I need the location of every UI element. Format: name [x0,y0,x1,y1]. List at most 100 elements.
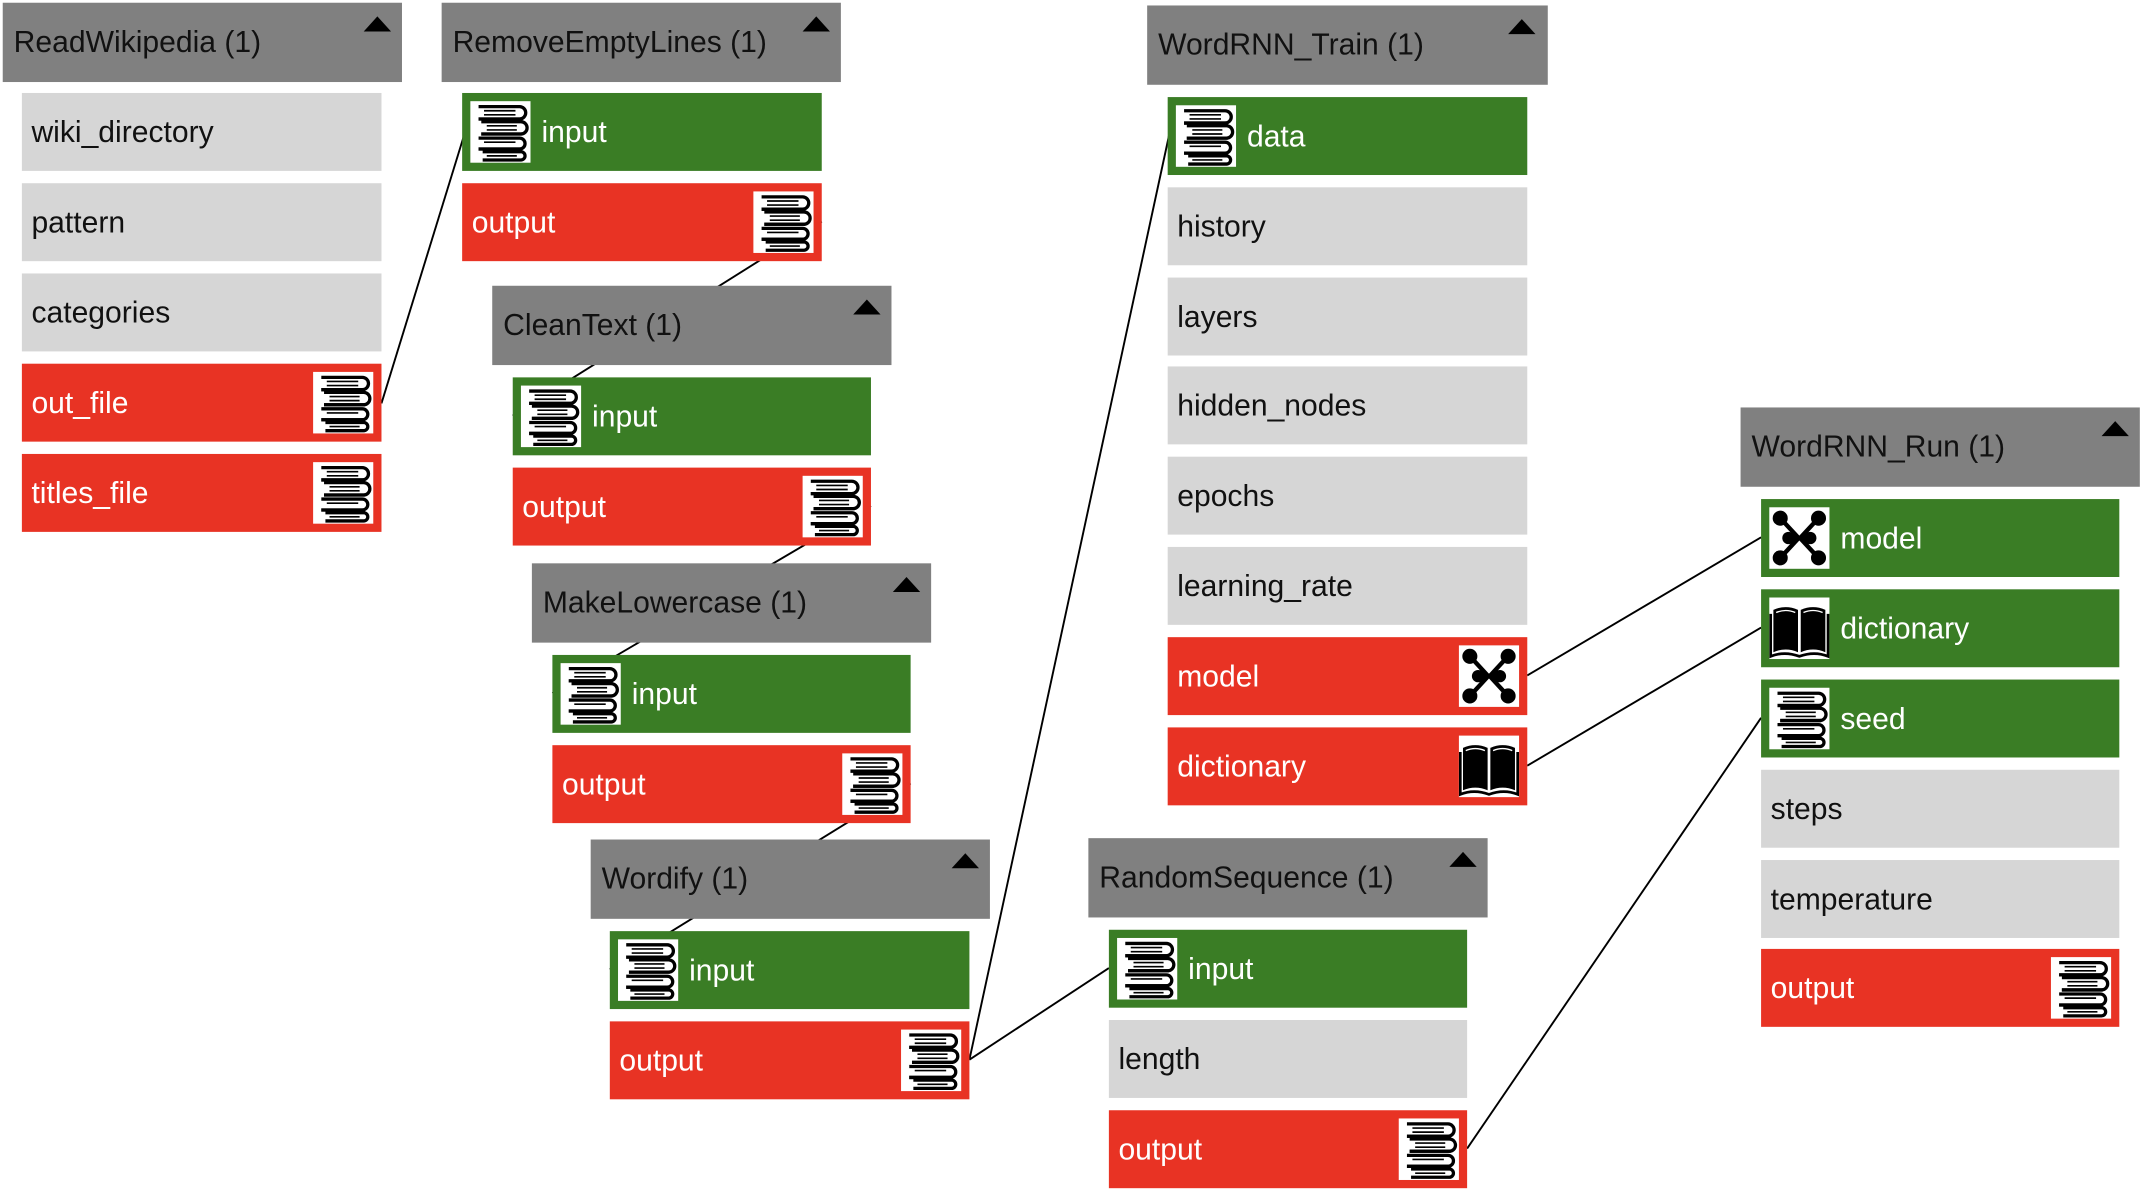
node-title: RandomSequence (1) [1099,860,1394,895]
collapse-triangle-icon[interactable] [853,299,881,315]
param-label: temperature [1770,881,1933,917]
input-port-input[interactable]: input [512,377,871,456]
node-title: RemoveEmptyLines (1) [452,24,767,59]
port-label: model [1840,520,1923,556]
param-categories[interactable]: categories [21,273,382,352]
books-icon [802,475,863,538]
output-port-output[interactable]: output [462,183,822,262]
books-icon [618,939,679,1001]
input-port-input[interactable]: input [552,654,911,733]
output-port-output[interactable]: output [512,467,871,546]
output-port-output[interactable]: output [552,745,911,824]
books-icon [753,191,814,253]
wire-wordrnn-train-dictionary-to-run [1526,626,1762,767]
param-learning-rate[interactable]: learning_rate [1167,546,1528,625]
collapse-triangle-icon[interactable] [363,16,392,32]
wire-wordify-to-randomsequence [968,967,1110,1061]
input-port-model[interactable]: model [1761,499,2120,578]
param-label: wiki_directory [31,114,214,150]
port-label: out_file [31,385,129,420]
collapse-triangle-icon[interactable] [1449,851,1477,867]
input-port-dictionary[interactable]: dictionary [1761,589,2120,668]
node-header[interactable]: CleanText (1) [492,285,892,366]
param-label: pattern [31,205,126,240]
port-label: output [522,489,606,524]
books-icon [1398,1118,1459,1180]
books-icon [470,101,531,163]
param-wiki-directory[interactable]: wiki_directory [21,92,382,171]
books-icon [901,1029,962,1092]
port-label: model [1177,659,1260,694]
input-port-data[interactable]: data [1167,97,1528,176]
books-icon [1175,105,1237,167]
param-label: learning_rate [1177,568,1353,603]
param-label: hidden_nodes [1177,388,1367,423]
node-title: Wordify (1) [601,861,749,896]
books-icon [1769,687,1830,750]
param-epochs[interactable]: epochs [1167,456,1528,535]
node-title: WordRNN_Run (1) [1751,429,2006,464]
collapse-triangle-icon[interactable] [802,16,830,32]
param-history[interactable]: history [1167,187,1528,266]
open-book-icon [1769,597,1830,660]
node-header[interactable]: Wordify (1) [590,839,990,919]
collapse-triangle-icon[interactable] [892,577,921,593]
port-label: data [1246,118,1306,154]
port-label: output [1118,1132,1203,1167]
port-label: seed [1840,701,1906,736]
wire-readwikipedia-to-removeemptylines [380,132,466,404]
input-port-seed[interactable]: seed [1761,679,2120,758]
network-icon [1769,507,1830,569]
port-label: input [1188,951,1254,986]
param-length[interactable]: length [1108,1020,1468,1098]
param-label: layers [1177,299,1258,334]
node-title: WordRNN_Train (1) [1158,27,1424,62]
books-icon [313,371,374,434]
wire-wordrnn-train-model-to-run [1526,536,1762,677]
param-label: history [1177,209,1266,244]
output-port-titles-file[interactable]: titles_file [21,453,382,532]
node-header[interactable]: WordRNN_Train (1) [1147,5,1548,85]
output-port-output[interactable]: output [1761,948,2120,1027]
param-steps[interactable]: steps [1761,769,2120,848]
collapse-triangle-icon[interactable] [2101,421,2129,437]
output-port-output[interactable]: output [1108,1110,1468,1189]
books-icon [1117,937,1178,1000]
param-label: length [1118,1041,1201,1077]
output-port-model[interactable]: model [1167,637,1528,716]
input-port-input[interactable]: input [462,92,822,171]
node-header[interactable]: WordRNN_Run (1) [1740,407,2140,487]
collapse-triangle-icon[interactable] [1508,19,1536,35]
param-layers[interactable]: layers [1167,277,1528,356]
output-port-out-file[interactable]: out_file [21,363,382,442]
param-pattern[interactable]: pattern [21,183,382,262]
port-label: dictionary [1840,611,1970,646]
books-icon [313,462,374,524]
node-header[interactable]: RandomSequence (1) [1088,838,1488,918]
input-port-input[interactable]: input [1108,929,1468,1008]
collapse-triangle-icon[interactable] [951,853,979,869]
node-header[interactable]: ReadWikipedia (1) [2,2,402,83]
param-label: steps [1770,791,1843,826]
open-book-icon [1458,735,1520,798]
port-label: output [1770,970,1855,1005]
param-temperature[interactable]: temperature [1761,860,2120,938]
port-label: dictionary [1177,749,1306,784]
node-title: CleanText (1) [503,307,683,342]
output-port-output[interactable]: output [609,1021,970,1100]
output-port-dictionary[interactable]: dictionary [1167,727,1528,806]
node-title: ReadWikipedia (1) [13,24,262,59]
port-label: input [592,399,658,434]
param-label: categories [31,295,171,330]
books-icon [560,663,621,725]
node-header[interactable]: RemoveEmptyLines (1) [441,2,841,83]
port-label: input [631,676,697,711]
port-label: input [541,114,607,150]
port-label: input [689,953,755,988]
param-hidden-nodes[interactable]: hidden_nodes [1167,366,1528,445]
books-icon [842,753,903,815]
node-header[interactable]: MakeLowercase (1) [531,563,932,643]
input-port-input[interactable]: input [609,931,970,1010]
books-icon [2050,957,2112,1019]
